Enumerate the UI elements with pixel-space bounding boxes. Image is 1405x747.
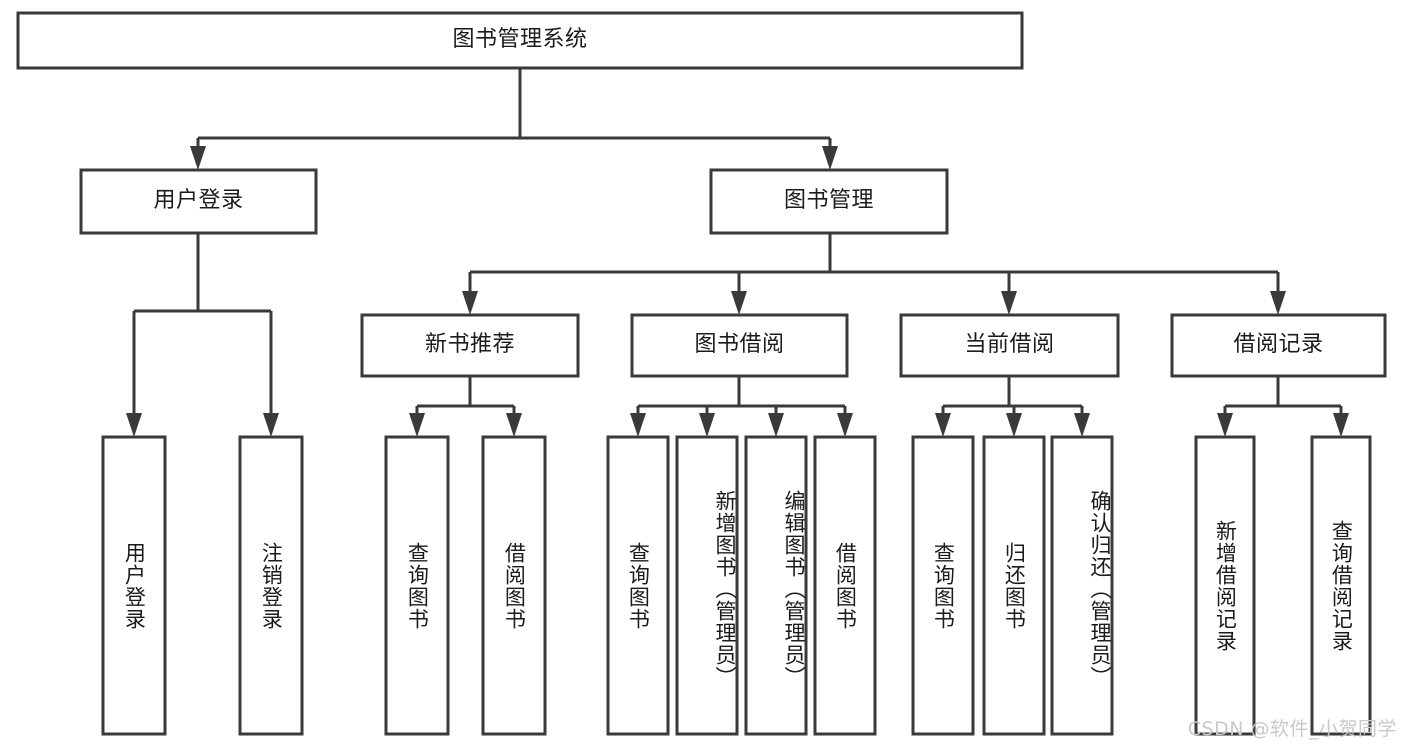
leaf-borrow-record-0[interactable] [1194,435,1256,736]
leaf-book-borrow-2[interactable] [744,435,808,736]
connector-user-login-to-leaves [126,233,279,437]
connector-current-borrow-to-leaves [935,376,1090,437]
connector-borrow-record-to-leaves [1217,376,1349,437]
connector-root-to-level2 [190,68,838,170]
node-new-book-recommend[interactable] [360,313,580,378]
leaf-book-borrow-0[interactable] [606,435,670,736]
node-root[interactable] [16,11,1024,70]
node-user-login[interactable] [79,168,318,235]
node-borrow-record[interactable] [1170,313,1387,378]
leaf-current-borrow-2[interactable] [1050,435,1114,736]
leaf-user-login-0[interactable] [101,435,167,736]
node-book-manage[interactable] [709,168,949,235]
connector-new-book-to-leaves [409,376,522,437]
leaf-new-book-1[interactable] [481,435,547,736]
leaf-new-book-0[interactable] [384,435,450,736]
leaf-borrow-record-1[interactable] [1310,435,1372,736]
watermark-text: CSDN @软件_小贺同学 [1187,718,1397,740]
node-current-borrow[interactable] [899,313,1120,378]
leaf-book-borrow-3[interactable] [813,435,877,736]
node-book-borrow[interactable] [630,313,849,378]
leaf-book-borrow-1[interactable] [675,435,739,736]
leaf-current-borrow-0[interactable] [911,435,975,736]
connector-book-borrow-to-leaves [630,376,853,437]
leaf-current-borrow-1[interactable] [982,435,1046,736]
leaf-user-login-1[interactable] [238,435,304,736]
connector-book-manage-to-level3 [462,233,1286,315]
